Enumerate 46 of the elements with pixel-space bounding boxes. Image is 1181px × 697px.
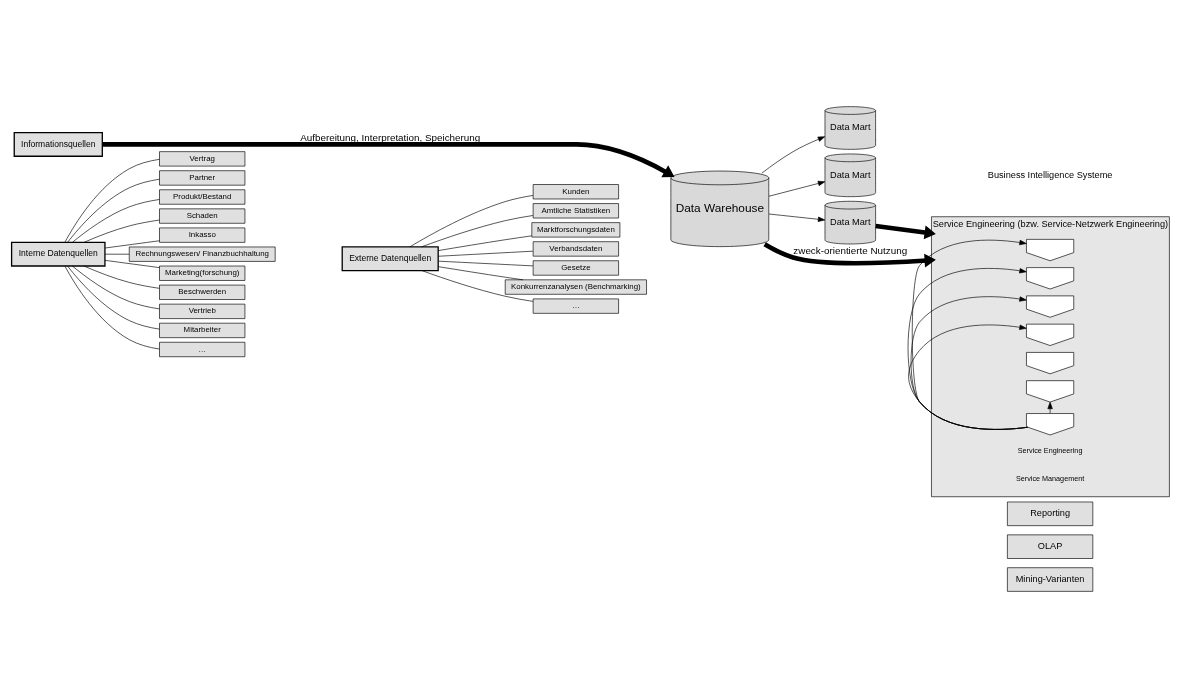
node-box: Externe Datenquellen [341, 245, 439, 271]
node-pentagon [1026, 379, 1075, 402]
node-box: OLAP [1007, 534, 1094, 559]
connector [104, 239, 160, 248]
arrow [768, 180, 826, 197]
connector [64, 265, 160, 349]
node-pentagon [1026, 323, 1075, 346]
connector [67, 265, 160, 329]
node-pentagon [1026, 351, 1075, 374]
label: Service Engineering [1017, 445, 1083, 455]
arrow [768, 213, 826, 222]
arrow [875, 223, 936, 239]
connector [421, 214, 534, 247]
node-box: Reporting [1007, 501, 1094, 526]
connector [67, 178, 160, 243]
arrow [908, 324, 1028, 430]
connector [438, 265, 524, 280]
node-pentagon [1026, 238, 1075, 261]
edge-label: Aufbereitung, Interpretation, Speicherung [300, 131, 481, 143]
arrow [910, 295, 1028, 430]
connector [438, 235, 533, 251]
connector [421, 269, 534, 302]
label: Business Intelligence Systeme [987, 169, 1113, 180]
node-pentagon [1026, 295, 1075, 318]
connector [104, 259, 160, 268]
connector [83, 219, 160, 243]
connector [438, 250, 534, 257]
connector [409, 194, 534, 247]
label: Service Management [1015, 473, 1085, 483]
arrow [1047, 401, 1053, 414]
arrow [761, 135, 826, 173]
node-pentagon [1026, 266, 1075, 289]
node-box: Informationsquellen [13, 131, 103, 157]
node-box: Interne Datenquellen [10, 241, 106, 267]
edge-label: zweck-orientierte Nutzung [793, 244, 908, 256]
connector [438, 260, 534, 266]
arrow [907, 267, 1028, 430]
connector [72, 265, 160, 309]
connector [72, 198, 160, 243]
node-box: Mining-Varianten [1007, 566, 1094, 592]
arrow [763, 241, 936, 267]
connector [64, 158, 160, 242]
connector [83, 265, 160, 289]
connector [104, 253, 130, 254]
arrow [102, 141, 675, 177]
node-pentagon [1026, 412, 1075, 435]
